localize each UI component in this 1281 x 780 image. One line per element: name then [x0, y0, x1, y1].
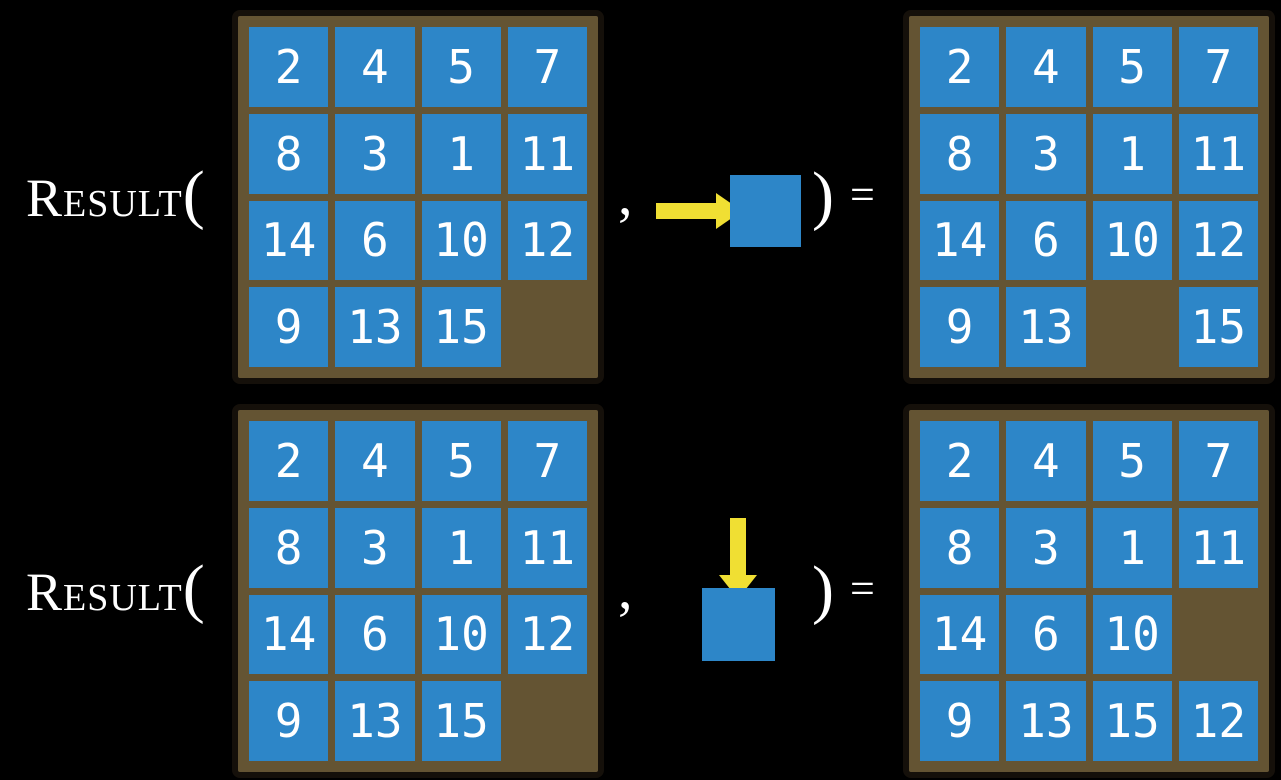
- tile-7: 7: [507, 421, 587, 501]
- tile-6: 6: [335, 594, 415, 675]
- tile-12: 12: [1178, 681, 1258, 761]
- empty-cell: [1093, 287, 1172, 367]
- tile-11: 11: [1178, 507, 1258, 588]
- arrow-down-icon: [719, 518, 757, 599]
- equals-sign: =: [849, 170, 875, 219]
- tile-13: 13: [1006, 681, 1086, 761]
- tile-2: 2: [920, 27, 1000, 107]
- tile-9: 9: [920, 681, 1000, 761]
- tile-5: 5: [421, 421, 501, 501]
- tile-8: 8: [249, 113, 329, 194]
- tile-5: 5: [421, 27, 501, 107]
- tile-15: 15: [1092, 681, 1172, 761]
- arrow-shaft: [656, 203, 718, 219]
- open-paren: (: [182, 158, 205, 231]
- tile-11: 11: [507, 507, 587, 588]
- equals-sign: =: [849, 564, 875, 613]
- tile-9: 9: [249, 681, 329, 761]
- arrow-shaft: [730, 518, 746, 576]
- close-paren: ): [812, 159, 834, 232]
- tile-3: 3: [335, 113, 415, 194]
- tile-7: 7: [507, 27, 587, 107]
- close-paren-equals: )=: [812, 150, 875, 240]
- tile-8: 8: [920, 507, 1000, 588]
- tile-12: 12: [507, 594, 587, 675]
- open-paren: (: [182, 552, 205, 625]
- comma-separator: ,: [618, 162, 633, 227]
- tile-10: 10: [1092, 594, 1172, 675]
- tile-6: 6: [1006, 200, 1086, 281]
- function-name: Result: [26, 168, 183, 228]
- empty-cell: [508, 681, 587, 761]
- tile-3: 3: [335, 507, 415, 588]
- close-paren: ): [812, 553, 834, 626]
- tile-13: 13: [335, 681, 415, 761]
- tile-4: 4: [1006, 27, 1086, 107]
- tile-1: 1: [421, 507, 501, 588]
- tile-14: 14: [920, 200, 1000, 281]
- tile-7: 7: [1178, 27, 1258, 107]
- tile-15: 15: [421, 681, 501, 761]
- empty-cell: [1179, 595, 1258, 675]
- tile-6: 6: [335, 200, 415, 281]
- empty-cell: [508, 287, 587, 367]
- tile-1: 1: [421, 113, 501, 194]
- tile-10: 10: [421, 200, 501, 281]
- tile-12: 12: [1178, 200, 1258, 281]
- tile-14: 14: [249, 594, 329, 675]
- tile-3: 3: [1006, 507, 1086, 588]
- tile-15: 15: [1178, 287, 1258, 367]
- tile-8: 8: [920, 113, 1000, 194]
- tile-1: 1: [1092, 507, 1172, 588]
- tile-10: 10: [1092, 200, 1172, 281]
- tile-1: 1: [1092, 113, 1172, 194]
- action-blank-tile: [730, 175, 801, 247]
- tile-9: 9: [920, 287, 1000, 367]
- comma-separator: ,: [618, 556, 633, 621]
- tile-9: 9: [249, 287, 329, 367]
- tile-4: 4: [335, 27, 415, 107]
- tile-4: 4: [1006, 421, 1086, 501]
- tile-5: 5: [1092, 421, 1172, 501]
- tile-12: 12: [507, 200, 587, 281]
- tile-10: 10: [421, 594, 501, 675]
- tile-2: 2: [249, 421, 329, 501]
- tile-11: 11: [507, 113, 587, 194]
- tile-7: 7: [1178, 421, 1258, 501]
- tile-11: 11: [1178, 113, 1258, 194]
- tile-14: 14: [920, 594, 1000, 675]
- tile-15: 15: [421, 287, 501, 367]
- tile-5: 5: [1092, 27, 1172, 107]
- result-function-label: Result(: [26, 544, 205, 634]
- tile-8: 8: [249, 507, 329, 588]
- tile-4: 4: [335, 421, 415, 501]
- tile-6: 6: [1006, 594, 1086, 675]
- tile-13: 13: [1006, 287, 1086, 367]
- tile-2: 2: [249, 27, 329, 107]
- tile-13: 13: [335, 287, 415, 367]
- close-paren-equals: )=: [812, 544, 875, 634]
- action-blank-tile: [702, 588, 775, 661]
- result-function-label: Result(: [26, 150, 205, 240]
- tile-2: 2: [920, 421, 1000, 501]
- tile-3: 3: [1006, 113, 1086, 194]
- tile-14: 14: [249, 200, 329, 281]
- function-name: Result: [26, 562, 183, 622]
